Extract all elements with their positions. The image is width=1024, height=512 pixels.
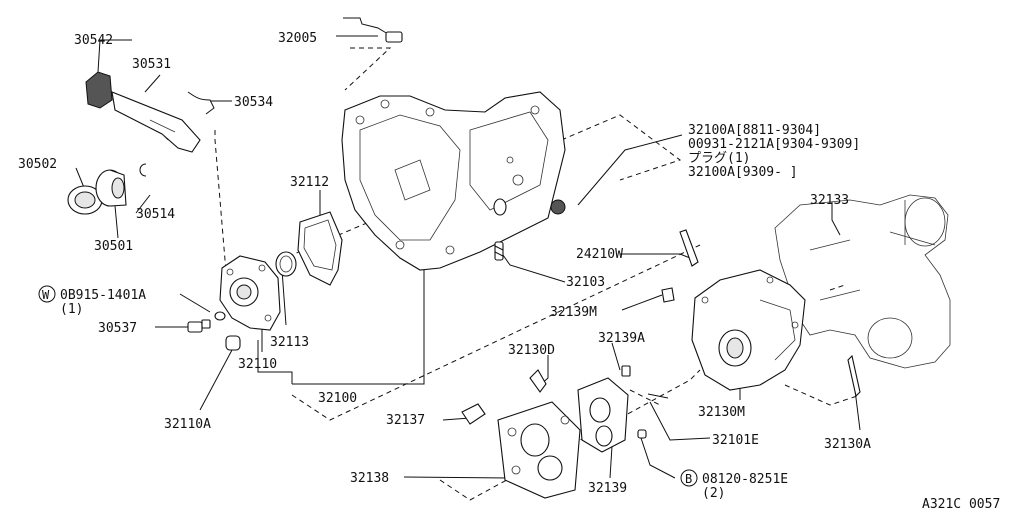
b-code-circle (680, 469, 698, 487)
label-32005: 32005 (278, 31, 317, 46)
label-08120-8251e: 08120-8251E (702, 472, 788, 487)
label-32133: 32133 (810, 193, 849, 208)
extension-housing (661, 229, 861, 398)
adapter-plate-assembly (461, 365, 669, 499)
w-code-circle (38, 285, 56, 303)
label-32110a: 32110A (164, 417, 211, 432)
label-b-code: B (685, 472, 692, 486)
label-30542: 30542 (74, 33, 113, 48)
label-32101e: 32101E (712, 433, 759, 448)
release-fork-assembly (85, 71, 215, 153)
label-0b915-qty: (1) (60, 302, 83, 317)
small-parts-center (275, 199, 566, 286)
part-labels: 30542 30531 30534 30502 30514 30501 3200… (18, 31, 1000, 512)
diagram-code: A321C 0057 (922, 497, 1000, 512)
label-30514: 30514 (136, 207, 175, 222)
label-32110: 32110 (238, 357, 277, 372)
label-32130d: 32130D (508, 343, 555, 358)
label-30534: 30534 (234, 95, 273, 110)
label-32138: 32138 (350, 471, 389, 486)
label-32139: 32139 (588, 481, 627, 496)
label-32100a-line2: 00931-2121A[9304-9309] (688, 137, 860, 152)
label-32100a-line1: 32100A[8811-9304] (688, 123, 821, 138)
front-cover-32110 (187, 255, 281, 351)
label-32112: 32112 (290, 175, 329, 190)
label-08120-qty: (2) (702, 486, 725, 501)
harness-32005 (343, 17, 403, 43)
label-32139m: 32139M (550, 305, 597, 320)
label-32100: 32100 (318, 391, 357, 406)
label-32130m: 32130M (698, 405, 745, 420)
label-w-code: W (42, 288, 50, 302)
label-30501: 30501 (94, 239, 133, 254)
label-30537: 30537 (98, 321, 137, 336)
label-30531: 30531 (132, 57, 171, 72)
label-24210w: 24210W (576, 247, 623, 262)
label-32130a: 32130A (824, 437, 871, 452)
label-32139a: 32139A (598, 331, 645, 346)
label-32100a-line3: プラグ(1) (688, 151, 750, 166)
label-32137: 32137 (386, 413, 425, 428)
rear-case-silhouette (774, 194, 951, 369)
label-32103: 32103 (566, 275, 605, 290)
label-32113: 32113 (270, 335, 309, 350)
bell-housing (341, 91, 566, 271)
label-30502: 30502 (18, 157, 57, 172)
label-0b915-1401a: 0B915-1401A (60, 288, 146, 303)
label-32100a-line4: 32100A[9309- ] (688, 165, 798, 180)
release-bearing-assembly (67, 163, 147, 215)
